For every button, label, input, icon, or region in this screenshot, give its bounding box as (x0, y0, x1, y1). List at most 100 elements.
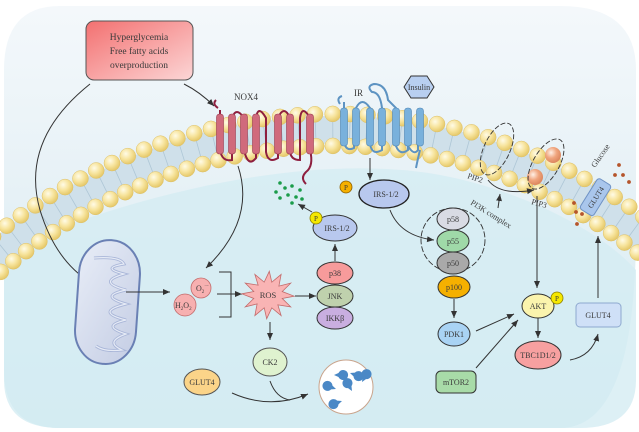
mitochondrion (74, 239, 141, 365)
lipid-tail (627, 222, 639, 239)
h2o2-sub-b: 2 (189, 307, 192, 312)
ros-dot (300, 197, 304, 201)
lipid-tail (349, 119, 351, 142)
superoxide: O2·− (190, 277, 212, 299)
lipid-head-inner (102, 190, 119, 208)
lipid-head-inner (72, 206, 90, 224)
mtor2-to-akt-arrow (475, 319, 519, 369)
lipid-head-inner (629, 244, 639, 261)
irs-to-pi3k-arrow (389, 209, 435, 243)
p58-node: p58 (436, 207, 470, 231)
lipid-tail (556, 175, 568, 195)
glut4-membrane-transporter: GLUT4 (579, 178, 612, 217)
lipid-head-outer (12, 207, 30, 224)
lipid-head-outer (152, 135, 169, 152)
nox4-protein (213, 99, 314, 185)
membrane-core (0, 115, 639, 270)
glucose-dot (621, 173, 625, 177)
lipid-head-outer (103, 154, 121, 172)
lipid-head-outer (635, 209, 639, 224)
vesicle-fragment (322, 380, 337, 391)
lipid-head-outer (576, 170, 593, 188)
lipid-tail (98, 174, 109, 195)
superoxide-sub: 2 (202, 290, 205, 295)
ros-dot (278, 196, 282, 200)
lipid-tail (541, 167, 552, 188)
lipid-head-inner (31, 233, 48, 250)
nox4-ros-release-dots (274, 181, 304, 205)
p55-label: p55 (447, 237, 459, 246)
ros-dot (290, 201, 294, 205)
lipid-head-outer (324, 105, 341, 123)
lipid-tail (161, 148, 170, 170)
ir-helix (416, 107, 424, 147)
ck2-node: CK2 (252, 347, 288, 377)
irs-upper-label: IRS-1/2 (373, 190, 398, 199)
glucose-dot (572, 201, 576, 205)
nox4-helix (274, 113, 282, 155)
nox4-helix (216, 113, 224, 155)
p50-label: p50 (447, 259, 459, 268)
lipid-head-outer (0, 217, 15, 234)
glut4-left-label: GLUT4 (189, 378, 214, 387)
ikkb-node: IKKβ (316, 306, 354, 330)
ros-dot (290, 184, 294, 188)
lipid-head-outer (529, 147, 546, 164)
akt-node: AKT P (521, 291, 564, 319)
ros-dot (294, 195, 298, 199)
nox4-to-ros-species-arrow (205, 165, 244, 269)
lipid-head-inner (44, 223, 62, 241)
glut4-left-node: GLUT4 (183, 368, 221, 396)
lipid-head-outer (463, 124, 480, 141)
lipid-head-inner (178, 160, 196, 177)
lipid-head-outer (0, 231, 2, 241)
akt-label: AKT (530, 302, 547, 311)
hydrogen-peroxide: H2O2 (173, 293, 197, 317)
lipid-head-inner (131, 177, 149, 194)
ros-dot (283, 186, 287, 190)
ir-helix (366, 107, 374, 147)
lipid-head-inner (194, 155, 211, 173)
lipid-head-inner (616, 234, 633, 251)
lipid-head-outer (72, 170, 89, 187)
p55-node: p55 (436, 229, 470, 253)
glucose-dot (617, 163, 621, 167)
ros-dot (278, 181, 282, 185)
pdk1-to-akt-arrow (475, 313, 515, 332)
stimulus-line-2: Free fatty acids (110, 46, 169, 57)
lipid-head-inner (162, 165, 180, 183)
vesicle-fragment (350, 371, 364, 382)
lipid-head-inner (324, 137, 342, 155)
ir-helix (404, 107, 412, 147)
svg-text:O2·−: O2·− (196, 284, 209, 295)
nox4-helix (306, 113, 314, 155)
lipid-head-inner (147, 171, 164, 188)
lipid-head-inner (17, 242, 35, 260)
pip3-head-outer (545, 147, 561, 163)
lipid-tail (9, 229, 24, 248)
lipid-head-outer (446, 119, 463, 137)
lipid-head-outer (27, 197, 44, 214)
lipid-tail (571, 183, 583, 203)
glut4-to-vesicle-arrow (231, 392, 309, 403)
lipid-head-outer (169, 129, 186, 147)
lipid-head-inner (501, 170, 518, 188)
lipid-head-inner (589, 215, 606, 233)
lipid-tail (178, 142, 186, 165)
irs-lower-label: IRS-1/2 (324, 224, 349, 233)
mtor2-node: mTOR2 (435, 370, 477, 394)
lipid-tail (0, 244, 11, 258)
lipid-tail (613, 210, 627, 230)
lipid-head-outer (621, 198, 638, 215)
pdk1-label: PDK1 (444, 330, 464, 339)
lipid-head-inner (58, 215, 76, 232)
stimulus-line-3: overproduction (110, 61, 168, 71)
stimulus-to-nox4-arrow (183, 83, 215, 107)
irs-lower-to-ros-dots-arrow (297, 203, 313, 213)
lipid-head-outer (186, 124, 203, 142)
lipid-tail (431, 128, 437, 151)
ir-helix (340, 107, 348, 147)
ir-label: IR (354, 88, 363, 98)
ros-dot (286, 193, 290, 197)
